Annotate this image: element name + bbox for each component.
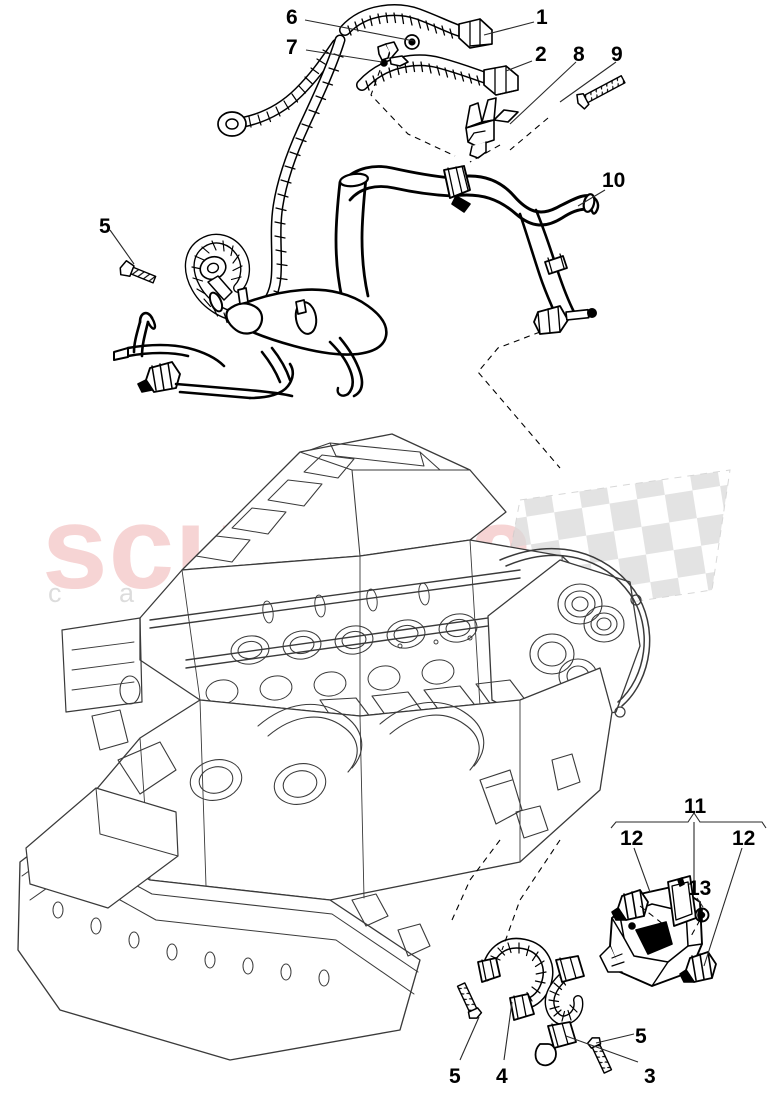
sensor-bracket-assembly xyxy=(599,875,717,987)
bolt-5-lower-left xyxy=(456,982,483,1019)
callout-5-upper: 5 xyxy=(99,215,111,238)
sensor-connector-12-upper xyxy=(611,889,649,921)
wiring-harness-main-loom xyxy=(184,34,346,326)
callout-9: 9 xyxy=(611,43,623,66)
callout-10: 10 xyxy=(602,169,626,192)
engine-block-drawing xyxy=(17,433,651,1061)
harness-clip-7 xyxy=(377,41,409,67)
bolt-5-upper xyxy=(119,260,157,284)
callout-11: 11 xyxy=(684,795,707,818)
callout-4: 4 xyxy=(496,1065,508,1088)
assembly-dashed-lines xyxy=(370,69,701,951)
upper-assembly-group xyxy=(113,4,626,400)
nut-13 xyxy=(694,907,710,923)
sensor-connector-block xyxy=(137,361,181,393)
callout-7: 7 xyxy=(286,36,298,59)
coolant-hose-assembly xyxy=(113,165,600,400)
callout-8: 8 xyxy=(573,43,585,66)
callout-12-upper: 12 xyxy=(620,827,644,850)
retainer-bracket-8 xyxy=(465,97,519,159)
vent-hose-4 xyxy=(477,937,554,1021)
bolt-9 xyxy=(576,75,626,110)
callout-1: 1 xyxy=(536,6,548,29)
sensor-connector-12-lower xyxy=(679,951,717,983)
callout-3: 3 xyxy=(644,1065,656,1088)
callout-2: 2 xyxy=(535,43,547,66)
callout-12-lower: 12 xyxy=(732,827,756,850)
harness-nut-6 xyxy=(404,34,420,50)
wiring-harness-2 xyxy=(356,54,519,96)
grouping-bracket-11 xyxy=(610,812,767,829)
callout-13: 13 xyxy=(688,877,712,900)
vent-hose-group xyxy=(456,937,613,1074)
callout-leader-lines xyxy=(109,19,743,1063)
callout-5-bottom-left: 5 xyxy=(449,1065,461,1088)
callout-6: 6 xyxy=(286,6,298,29)
wiring-harness-1 xyxy=(339,4,493,49)
vent-hose-3 xyxy=(534,955,585,1067)
hose-quick-connector xyxy=(533,305,597,335)
bolt-5-lower-right xyxy=(586,1037,613,1074)
callout-5-bottom-right: 5 xyxy=(635,1025,647,1048)
